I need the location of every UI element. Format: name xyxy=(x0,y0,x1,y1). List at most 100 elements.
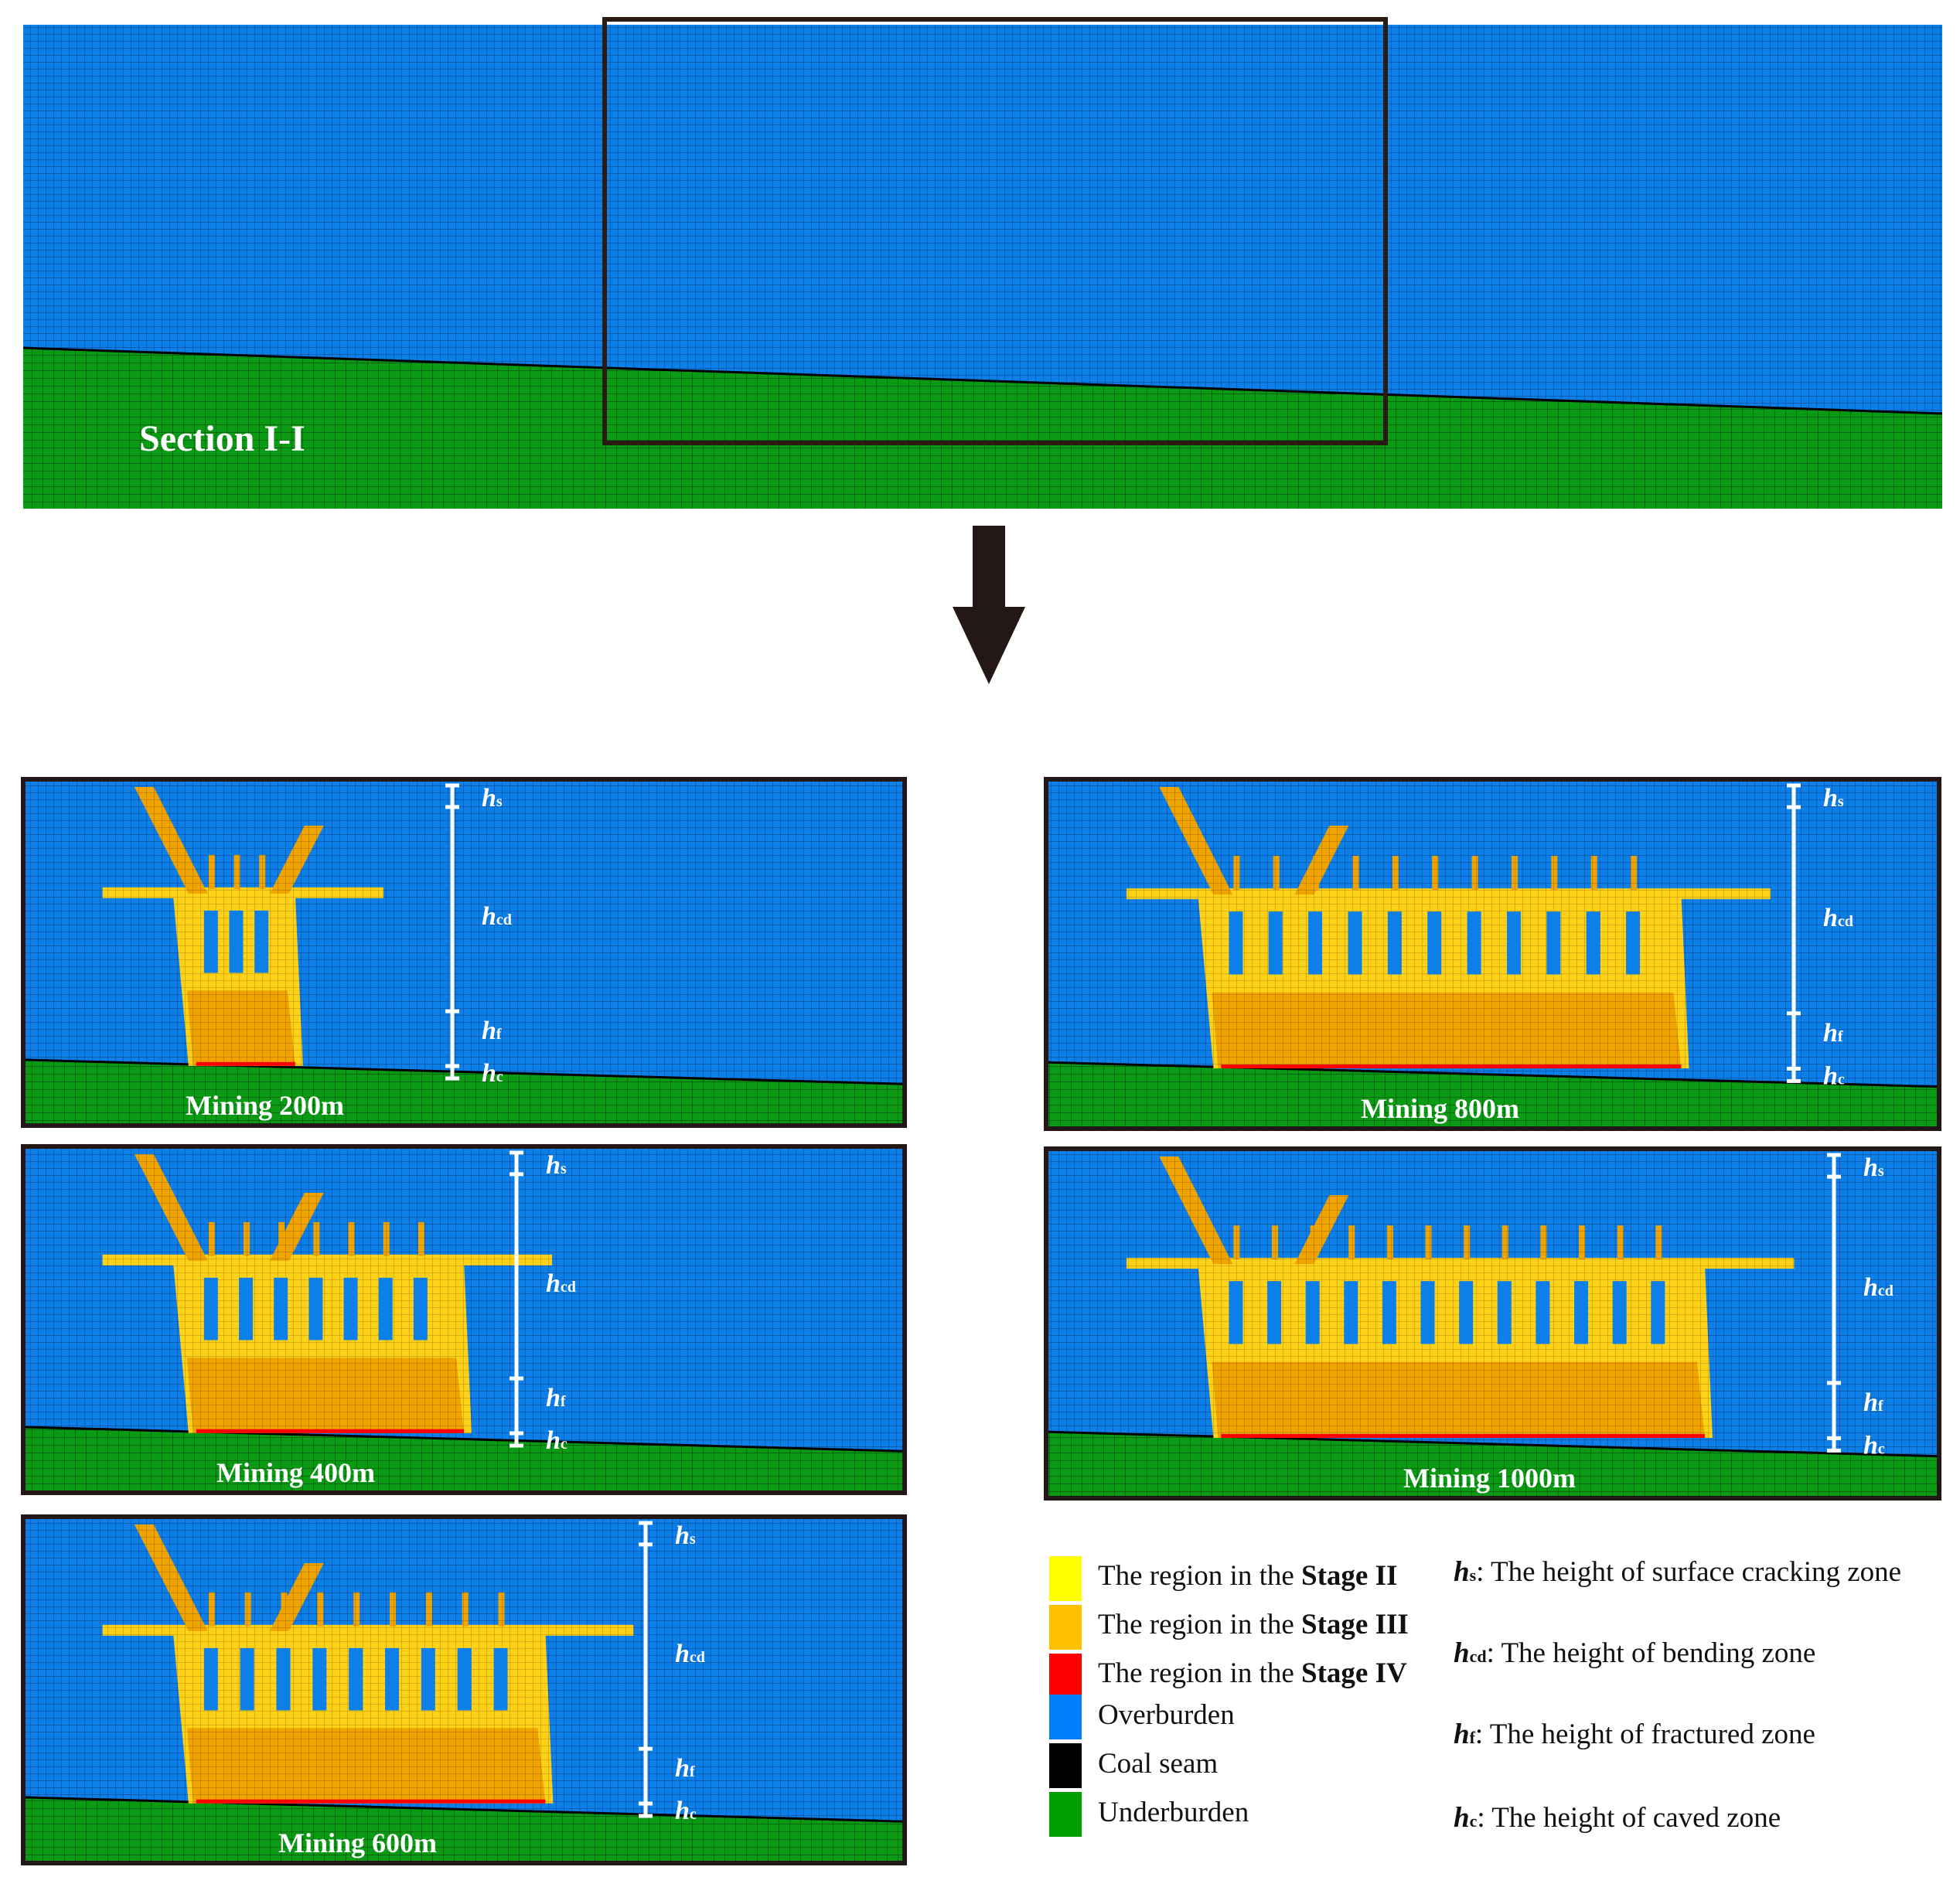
intact-block xyxy=(384,1647,399,1711)
vertical-crack xyxy=(1432,856,1439,891)
underburden xyxy=(1046,1062,1939,1129)
coal-seam xyxy=(1045,1430,1940,1458)
panel-frame xyxy=(1044,777,1941,1131)
vertical-crack xyxy=(259,854,266,889)
underburden xyxy=(23,1797,905,1863)
section-view: Section I-I xyxy=(22,17,1943,509)
stage4-region xyxy=(1221,1065,1682,1069)
coal-seam xyxy=(22,1796,905,1823)
stage3-region xyxy=(1212,1361,1705,1439)
vertical-crack xyxy=(383,1221,390,1256)
failure-zone xyxy=(1126,787,1771,1069)
vertical-crack xyxy=(313,1221,320,1256)
intact-block xyxy=(378,1277,393,1340)
stage4-region xyxy=(196,1061,295,1066)
vertical-crack xyxy=(1471,856,1478,891)
intact-block xyxy=(254,910,269,973)
vertical-crack xyxy=(243,1221,250,1256)
left-crack-arm xyxy=(134,787,208,894)
section-overburden xyxy=(23,25,1942,414)
legend-coal: Coal seam xyxy=(1098,1748,1218,1780)
intact-block xyxy=(274,1277,288,1340)
section-label: Section I-I xyxy=(139,418,305,459)
intact-block xyxy=(349,1647,363,1711)
zone-label-hc: hc xyxy=(675,1797,697,1825)
stage4-region xyxy=(196,1429,465,1433)
panel-frame xyxy=(1044,1146,1941,1501)
definition-hs: hs: The height of surface cracking zone xyxy=(1454,1556,1901,1588)
intact-block xyxy=(1308,911,1323,975)
vertical-crack xyxy=(1392,856,1399,891)
zone-label-hs: hs xyxy=(675,1521,696,1550)
intact-block xyxy=(1574,1281,1589,1344)
stage4-region xyxy=(196,1799,546,1804)
zone-label-hf: hf xyxy=(1823,1019,1843,1048)
left-crack-arm xyxy=(1159,787,1233,895)
intact-block xyxy=(203,1277,218,1340)
intact-block xyxy=(1459,1281,1474,1344)
left-crack-arm xyxy=(134,1524,208,1631)
vertical-crack xyxy=(208,854,215,889)
intact-block xyxy=(1546,911,1561,975)
right-crack-arm xyxy=(1294,826,1349,895)
legend-swatch-underburden xyxy=(1049,1792,1082,1837)
panel-label: Mining 200m xyxy=(186,1090,344,1121)
panel-frame xyxy=(21,1144,907,1495)
left-crack-arm xyxy=(134,1154,208,1261)
vertical-crack xyxy=(1502,1225,1508,1260)
vertical-crack xyxy=(1233,856,1240,891)
vertical-crack xyxy=(498,1592,505,1627)
legend-overburden: Overburden xyxy=(1098,1699,1235,1731)
intact-block xyxy=(1467,911,1481,975)
intact-block xyxy=(1626,911,1641,975)
legend-stage2: The region in the Stage II xyxy=(1098,1560,1397,1592)
stage3-region xyxy=(1212,992,1682,1069)
coal-seam xyxy=(22,1058,905,1085)
zone-label-hs: hs xyxy=(482,784,503,812)
failure-zone xyxy=(102,1154,553,1433)
coal-seam xyxy=(22,1426,905,1453)
intact-block xyxy=(276,1647,291,1711)
failure-zone xyxy=(1126,1157,1795,1439)
intact-block xyxy=(1586,911,1600,975)
zone-label-hcd: hcd xyxy=(482,902,512,931)
zone-label-hc: hc xyxy=(1863,1431,1885,1460)
vertical-crack xyxy=(462,1592,469,1627)
zone-label-hcd: hcd xyxy=(675,1640,705,1668)
vertical-crack xyxy=(1352,856,1359,891)
vertical-crack xyxy=(1464,1225,1471,1260)
right-crack-arm xyxy=(269,826,324,894)
intact-block xyxy=(1427,911,1442,975)
legend-stage4: The region in the Stage IV xyxy=(1098,1657,1407,1689)
vertical-crack xyxy=(348,1221,355,1256)
panel-frame xyxy=(21,1514,907,1865)
right-crack-arm xyxy=(269,1193,324,1261)
zone-label-hcd: hcd xyxy=(1863,1273,1894,1302)
zone-label-hf: hf xyxy=(546,1384,566,1412)
section-coal-seam xyxy=(22,346,1943,415)
intact-block xyxy=(1387,911,1402,975)
intact-block xyxy=(1229,1281,1243,1344)
intact-block xyxy=(1420,1281,1435,1344)
intact-block xyxy=(308,1277,323,1340)
zone-label-hcd: hcd xyxy=(1823,904,1853,932)
vertical-crack xyxy=(425,1592,432,1627)
panel-frame xyxy=(21,777,907,1128)
vertical-crack xyxy=(1386,1225,1393,1260)
down-arrow xyxy=(953,526,1025,684)
panel-label: Mining 400m xyxy=(216,1457,375,1488)
intact-block xyxy=(1305,1281,1320,1344)
intact-block xyxy=(203,910,218,973)
vertical-crack xyxy=(1540,1225,1547,1260)
intact-block xyxy=(1497,1281,1512,1344)
vertical-crack xyxy=(1273,856,1280,891)
